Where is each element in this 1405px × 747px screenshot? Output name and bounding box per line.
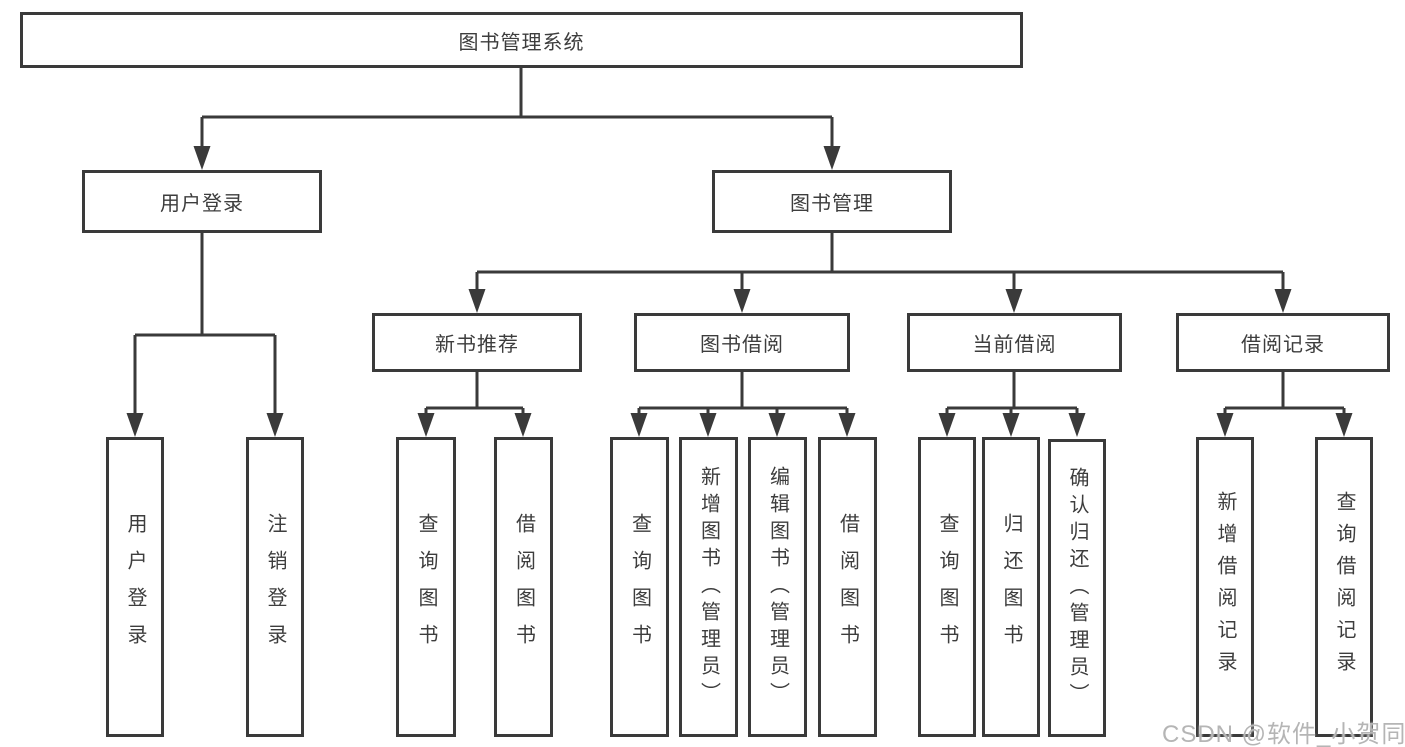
leaf-query-books: 查询图书 xyxy=(610,437,669,737)
node-label: 用户登录 xyxy=(160,193,244,215)
node-borrowing-records: 借阅记录 xyxy=(1176,313,1390,372)
node-label: 新增借阅记录 xyxy=(1214,491,1236,683)
node-label: 查询图书 xyxy=(628,513,651,661)
node-label: 当前借阅 xyxy=(972,334,1057,356)
node-label: 查询借阅记录 xyxy=(1333,491,1355,683)
leaf-borrow-books-recommend: 借阅图书 xyxy=(494,437,553,737)
leaf-query-books-current: 查询图书 xyxy=(918,437,976,737)
node-label: 编辑图书（管理员） xyxy=(766,465,789,709)
node-label: 查询图书 xyxy=(936,513,958,661)
node-label: 图书管理系统 xyxy=(458,31,585,54)
node-label: 图书管理 xyxy=(790,193,874,215)
node-book-management: 图书管理 xyxy=(712,170,952,233)
node-new-book-recommend: 新书推荐 xyxy=(372,313,582,372)
node-label: 借阅记录 xyxy=(1241,334,1325,356)
leaf-add-books-admin: 新增图书（管理员） xyxy=(679,437,738,737)
node-label: 用户登录 xyxy=(124,513,146,661)
node-label: 注销登录 xyxy=(264,513,286,661)
node-current-borrowing: 当前借阅 xyxy=(907,313,1122,372)
node-label: 新书推荐 xyxy=(435,334,519,356)
node-label: 查询图书 xyxy=(415,513,437,661)
node-label: 借阅图书 xyxy=(836,513,859,661)
node-label: 借阅图书 xyxy=(512,513,535,661)
leaf-query-books-recommend: 查询图书 xyxy=(396,437,456,737)
node-label: 确认归还（管理员） xyxy=(1066,466,1088,710)
node-label: 图书借阅 xyxy=(700,334,784,356)
node-label: 归还图书 xyxy=(1000,513,1022,661)
leaf-confirm-return-admin: 确认归还（管理员） xyxy=(1048,439,1106,737)
leaf-user-login: 用户登录 xyxy=(106,437,164,737)
node-label: 新增图书（管理员） xyxy=(697,465,720,709)
leaf-return-books: 归还图书 xyxy=(982,437,1040,737)
leaf-query-borrow-record: 查询借阅记录 xyxy=(1315,437,1373,737)
leaf-add-borrow-record: 新增借阅记录 xyxy=(1196,437,1254,737)
node-library-management-system: 图书管理系统 xyxy=(20,12,1023,68)
node-user-login-group: 用户登录 xyxy=(82,170,322,233)
csdn-watermark: CSDN @软件_小贺同学 xyxy=(1162,721,1405,747)
node-book-borrowing: 图书借阅 xyxy=(634,313,850,372)
leaf-borrow-books: 借阅图书 xyxy=(818,437,877,737)
leaf-edit-books-admin: 编辑图书（管理员） xyxy=(748,437,807,737)
leaf-logout: 注销登录 xyxy=(246,437,304,737)
